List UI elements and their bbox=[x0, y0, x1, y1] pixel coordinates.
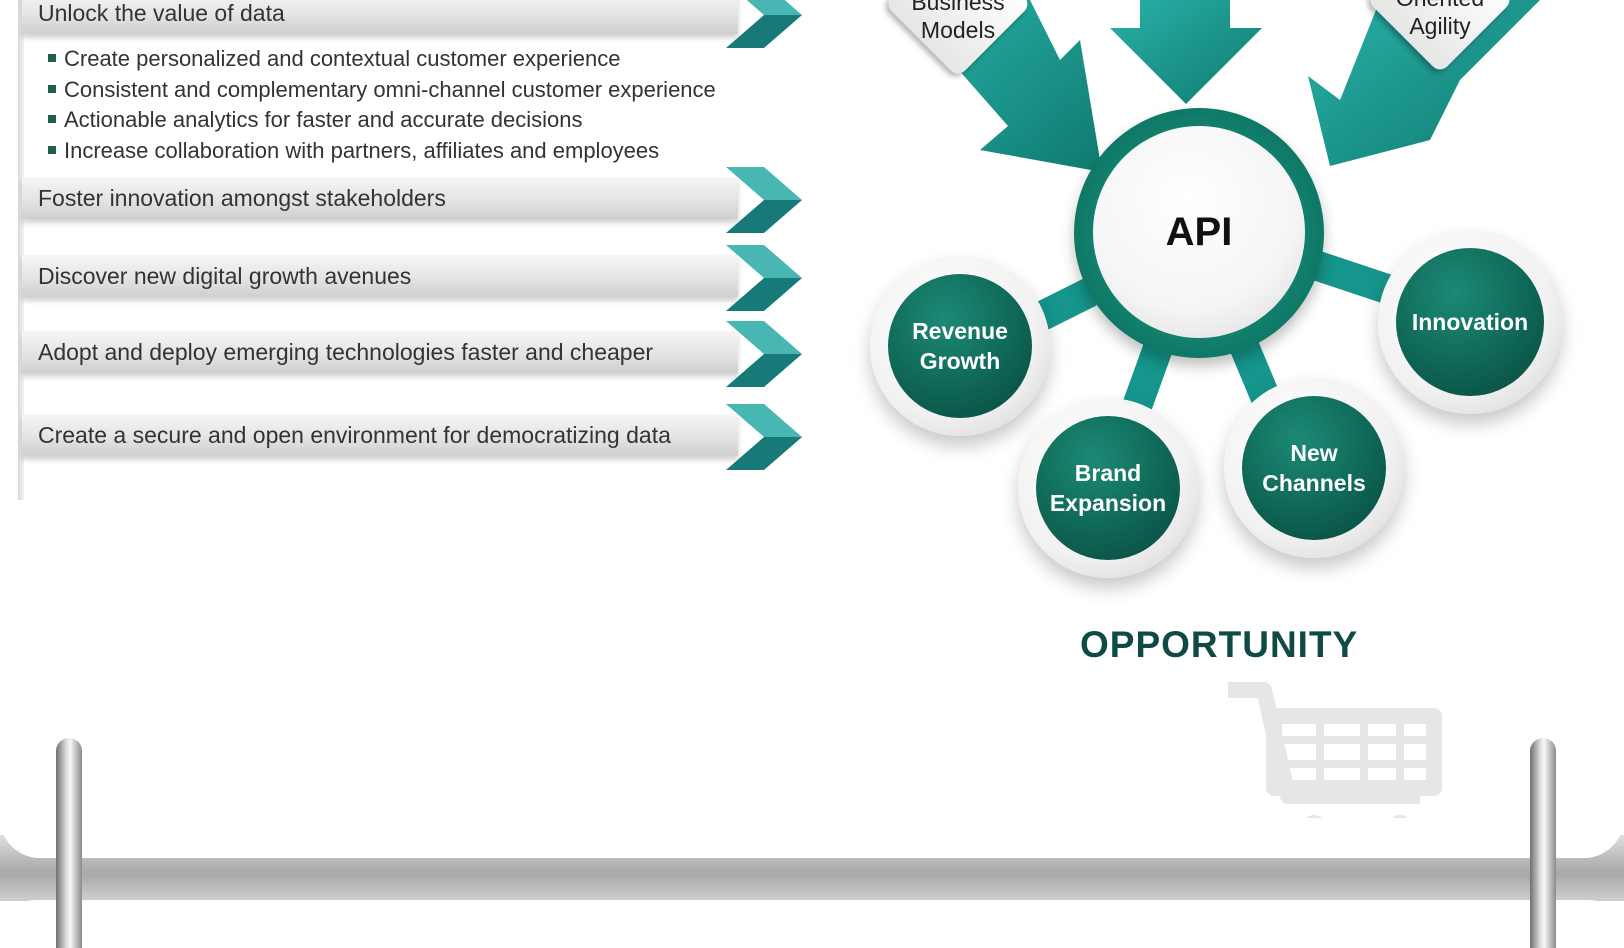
banner-digital-growth: Discover new digital growth avenues bbox=[22, 245, 802, 311]
connector-innovation bbox=[1307, 249, 1395, 305]
banner-unlock-value: Unlock the value of data bbox=[22, 0, 802, 48]
banner-title: Create a secure and open environment for… bbox=[38, 421, 671, 448]
bubble-innovation: Innovation bbox=[1396, 248, 1544, 396]
chevron-right-icon bbox=[726, 404, 802, 470]
api-diagram: Business Models Oriented Agility API Rev… bbox=[840, 0, 1624, 841]
tag-line: Agility bbox=[1409, 13, 1471, 39]
chevron-right-icon bbox=[726, 0, 802, 48]
arrow-right bbox=[1308, 0, 1540, 166]
list-item: Consistent and complementary omni-channe… bbox=[46, 75, 716, 106]
tag-line: Business bbox=[911, 0, 1005, 15]
banner-foster-innovation: Foster innovation amongst stakeholders bbox=[22, 167, 802, 233]
connector-revenue bbox=[1031, 278, 1097, 332]
bullet-list: Create personalized and contextual custo… bbox=[46, 44, 716, 166]
banner-bar bbox=[22, 0, 738, 34]
right-pole bbox=[1530, 738, 1556, 948]
banner-secure-environment: Create a secure and open environment for… bbox=[22, 404, 802, 470]
chevron-right-icon bbox=[726, 321, 802, 387]
list-item: Increase collaboration with partners, af… bbox=[46, 136, 716, 167]
list-item: Create personalized and contextual custo… bbox=[46, 44, 716, 75]
banner-bar bbox=[22, 414, 738, 456]
list-item: Actionable analytics for faster and accu… bbox=[46, 105, 716, 136]
api-hub: API bbox=[1093, 126, 1305, 338]
bubble-line: New bbox=[1290, 440, 1338, 466]
banner-title: Adopt and deploy emerging technologies f… bbox=[38, 338, 654, 365]
bubble-line: Brand bbox=[1074, 460, 1142, 486]
left-pole bbox=[56, 738, 82, 948]
chevron-right-icon bbox=[726, 245, 802, 311]
tag-oriented-agility-label: Oriented Agility bbox=[1380, 0, 1500, 40]
next-panel bbox=[0, 900, 1624, 948]
tag-line: Models bbox=[920, 17, 996, 43]
arrow-middle bbox=[1110, 0, 1262, 104]
tag-line: Oriented bbox=[1396, 0, 1484, 11]
banner-title: Discover new digital growth avenues bbox=[38, 262, 412, 289]
left-rail bbox=[18, 0, 24, 500]
banner-title: Unlock the value of data bbox=[38, 0, 285, 26]
chevron-right-icon bbox=[726, 167, 802, 233]
tag-business-models-label: Business Models bbox=[898, 0, 1018, 44]
banner-bar bbox=[22, 255, 738, 297]
bubble-line: Innovation bbox=[1411, 309, 1529, 335]
banner-emerging-tech: Adopt and deploy emerging technologies f… bbox=[22, 321, 802, 387]
bubble-line: Expansion bbox=[1049, 490, 1167, 516]
banner-bar bbox=[22, 177, 738, 219]
bubble-line: Channels bbox=[1262, 470, 1366, 496]
bubble-line: Revenue bbox=[912, 318, 1008, 344]
board-bottom-edge bbox=[0, 818, 1624, 858]
banner-bar bbox=[22, 331, 738, 373]
bubble-line: Growth bbox=[919, 348, 1001, 374]
banner-title: Foster innovation amongst stakeholders bbox=[38, 184, 446, 211]
opportunity-label: OPPORTUNITY bbox=[1080, 624, 1359, 665]
